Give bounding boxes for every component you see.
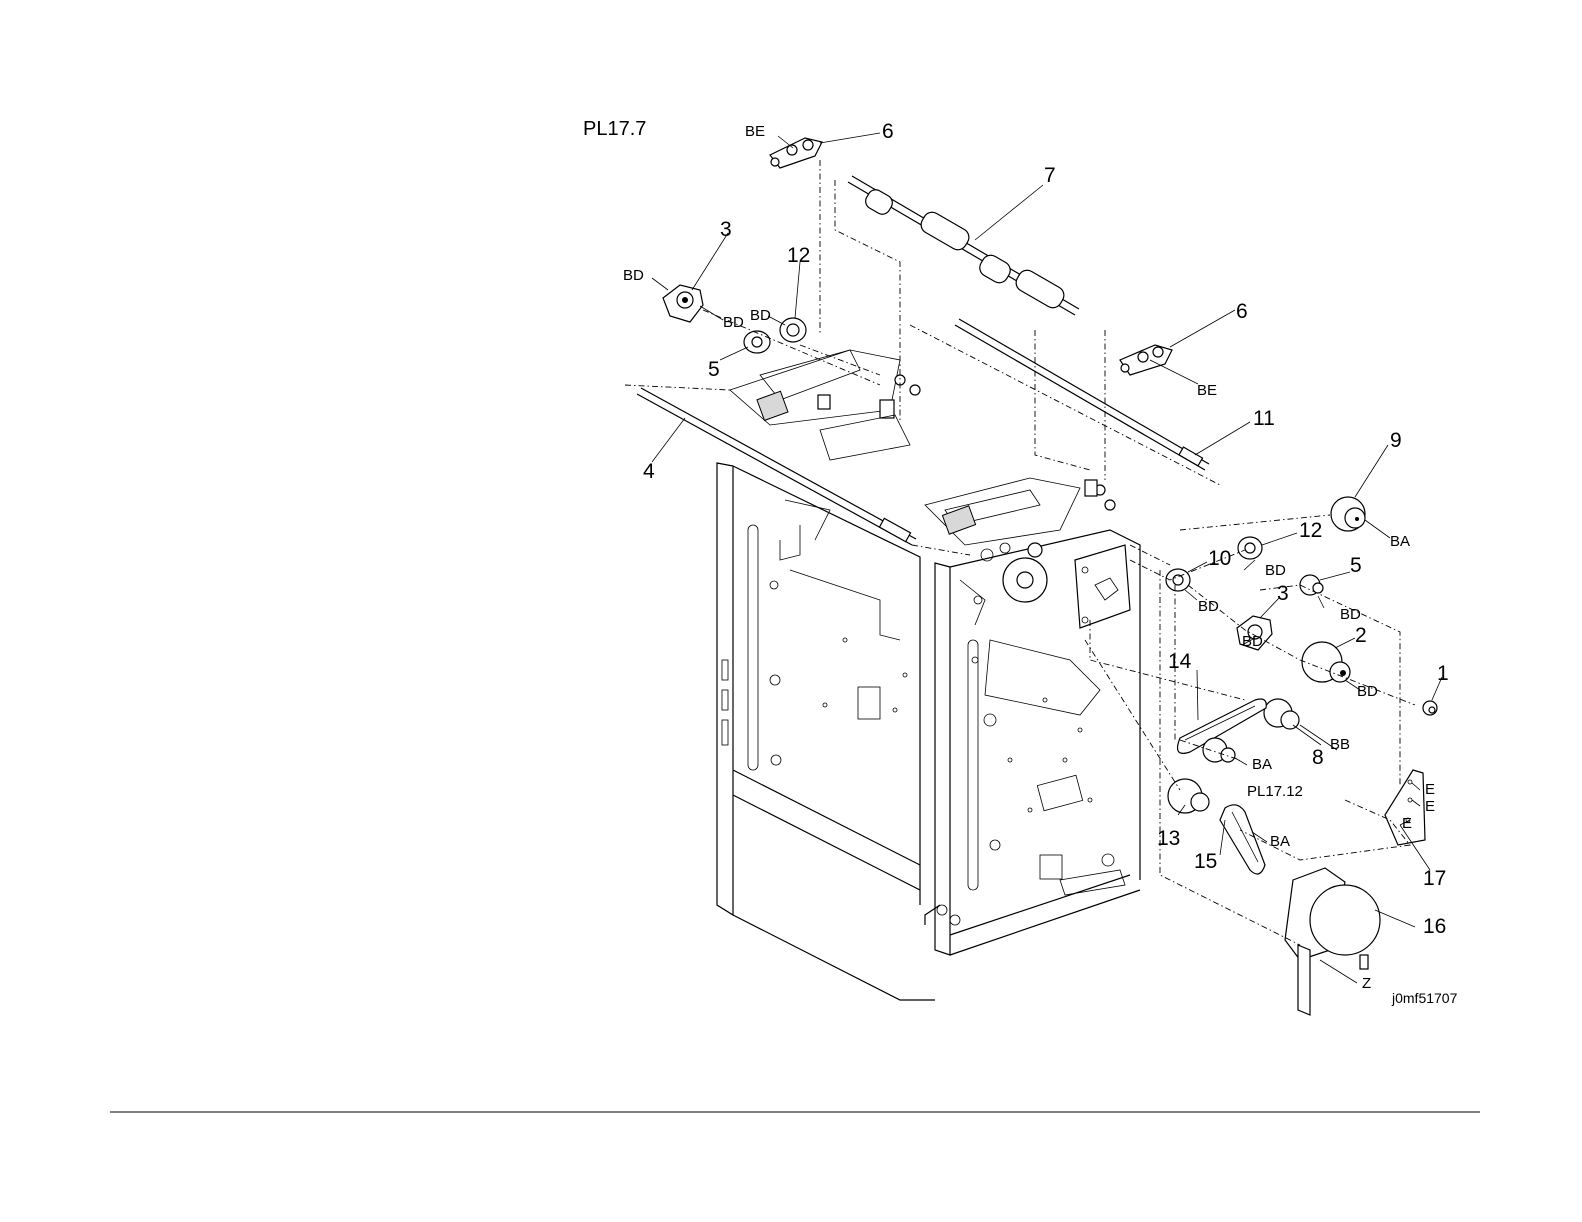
callout-5-right: 10	[1208, 547, 1231, 570]
code-e-3: E	[1402, 815, 1412, 832]
code-bd-12: BD	[1265, 562, 1286, 579]
callout-3-right: 3	[1277, 582, 1289, 605]
diagram-title: PL17.7	[583, 118, 646, 140]
code-z: Z	[1362, 975, 1371, 992]
code-bd-10: BD	[1340, 606, 1361, 623]
figure-id: j0mf51707	[1391, 990, 1458, 1006]
code-be-right: BE	[1197, 382, 1217, 399]
callout-5-left: 5	[708, 358, 720, 381]
callout-8: 8	[1312, 746, 1324, 769]
callout-15: 15	[1194, 850, 1217, 873]
code-ba-15: BA	[1270, 833, 1290, 850]
callout-12-left: 12	[787, 244, 810, 267]
fastener-labels: BE BD BD BD BE BA BD BD BD BD BD BB BA E…	[623, 123, 1435, 992]
code-ba-pulley: BA	[1252, 756, 1272, 773]
code-be-top: BE	[745, 123, 765, 140]
code-bd-3: BD	[750, 307, 771, 324]
callout-14: 14	[1168, 650, 1192, 673]
callout-13: 13	[1157, 827, 1180, 850]
cross-ref-pl17-12: PL17.12	[1247, 783, 1303, 800]
code-ba-9: BA	[1390, 533, 1410, 550]
leader-lines	[652, 133, 1442, 983]
callout-6-top: 6	[882, 120, 894, 143]
callout-3-left: 3	[720, 218, 732, 241]
callout-16: 16	[1423, 915, 1446, 938]
callout-6-right: 6	[1236, 300, 1248, 323]
code-e-1: E	[1425, 781, 1435, 798]
callout-17: 17	[1423, 867, 1446, 890]
code-bd-5: BD	[1198, 598, 1219, 615]
callout-11: 11	[1253, 407, 1275, 430]
code-bd-3r: BD	[1242, 633, 1263, 650]
callout-2: 2	[1355, 624, 1367, 647]
roller-part-7	[835, 176, 1090, 470]
callout-9: 9	[1390, 429, 1402, 452]
bracket-part-6-right	[1105, 330, 1172, 480]
code-bd-1: BD	[623, 267, 644, 284]
main-frame	[717, 463, 1140, 1000]
shaft-part-11	[910, 319, 1220, 485]
code-bb: BB	[1330, 736, 1350, 753]
callout-10: 5	[1350, 554, 1362, 577]
shaft-part-4	[625, 385, 970, 555]
callout-7: 7	[1044, 164, 1056, 187]
code-bd-2: BD	[1357, 683, 1378, 700]
callout-1: 1	[1437, 662, 1449, 685]
callout-4: 4	[643, 460, 655, 483]
code-e-2: E	[1425, 798, 1435, 815]
upper-left-bearings	[663, 285, 880, 385]
callout-labels: 6 7 3 12 5 4 6 11 9 12 5 10 3 2 1 14 8 1…	[643, 120, 1449, 938]
callout-12-right: 12	[1299, 519, 1322, 542]
code-bd-2: BD	[723, 314, 744, 331]
